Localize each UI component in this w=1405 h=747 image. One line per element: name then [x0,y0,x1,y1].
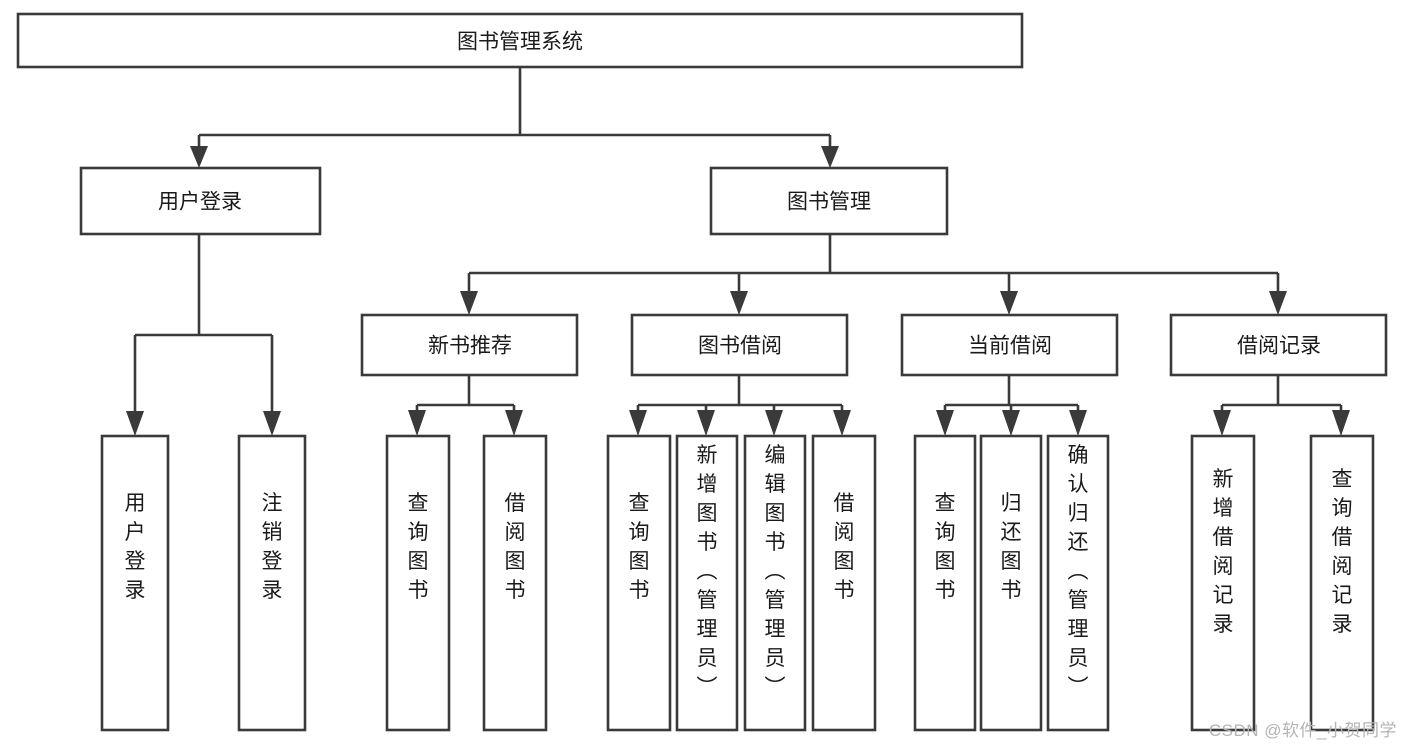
arrow-head-leaf-query-book-2 [629,410,647,436]
leaf-add-record-label: 新增借阅记录 [1213,468,1234,636]
node-user-login[interactable]: 用户登录 [79,166,322,236]
leaf-query-book-1-label: 查询图书 [408,492,429,602]
leaf-user-logout-box[interactable] [237,434,307,732]
leaf-query-book-3-label: 查询图书 [935,492,956,602]
arrow-head-current-borrow [1000,291,1018,315]
leaf-borrow-book-2-label: 借阅图书 [834,492,855,602]
node-book-management-label: 图书管理 [787,191,871,214]
node-borrow-record[interactable]: 借阅记录 [1169,313,1388,377]
arrow-head-leaf-query-record [1332,410,1350,436]
leaf-query-book-2-label: 查询图书 [629,492,650,602]
leaf-return-book[interactable]: 归还图书 [979,434,1043,732]
leaf-query-book-1-box[interactable] [385,434,451,732]
leaf-confirm-return-box[interactable] [1046,434,1110,732]
node-borrow-record-label: 借阅记录 [1237,335,1321,358]
leaf-edit-book-label: 编辑图书︵管理员︶ [765,444,786,699]
arrow-head-leaf-add-record [1213,410,1231,436]
leaf-add-record[interactable]: 新增借阅记录 [1190,434,1256,732]
node-new-book-recommend-box[interactable] [360,313,579,377]
node-book-management[interactable]: 图书管理 [709,166,949,236]
arrow-head-new-book-recommend [460,291,478,315]
leaf-user-logout-label: 注销登录 [262,492,283,602]
node-book-management-box[interactable] [709,166,949,236]
leaf-borrow-book-2-box[interactable] [811,434,877,732]
leaf-query-book-2[interactable]: 查询图书 [606,434,672,732]
csdn-watermark: CSDN @软件_小贺同学 [1208,721,1397,740]
leaf-borrow-book-1-box[interactable] [482,434,548,732]
leaf-add-book-box[interactable] [675,434,739,732]
leaf-query-record-label: 查询借阅记录 [1332,468,1353,636]
arrow-head-leaf-query-book-3 [936,410,954,436]
leaf-borrow-book-1-label: 借阅图书 [505,492,526,602]
leaf-query-book-2-box[interactable] [606,434,672,732]
leaf-borrow-book-1[interactable]: 借阅图书 [482,434,548,732]
leaf-query-record[interactable]: 查询借阅记录 [1309,434,1375,732]
arrow-head-leaf-query-book-1 [408,410,426,436]
node-current-borrow-label: 当前借阅 [968,335,1052,358]
node-current-borrow[interactable]: 当前借阅 [900,313,1119,377]
arrow-head-borrow-record [1269,291,1287,315]
leaf-query-book-3[interactable]: 查询图书 [913,434,977,732]
arrow-head-leaf-edit-book [765,410,783,436]
leaf-edit-book[interactable]: 编辑图书︵管理员︶ [743,434,807,732]
leaf-user-login-label: 用户登录 [125,492,146,602]
leaf-add-book[interactable]: 新增图书︵管理员︶ [675,434,739,732]
arrow-head-book-borrow [730,291,748,315]
arrow-head-leaf-return-book [1002,410,1020,436]
node-user-login-box[interactable] [79,166,322,236]
leaf-query-record-box[interactable] [1309,434,1375,732]
node-book-borrow-label: 图书借阅 [698,335,782,358]
leaf-user-login[interactable]: 用户登录 [100,434,170,732]
leaf-query-book-3-box[interactable] [913,434,977,732]
node-book-borrow-box[interactable] [630,313,849,377]
arrow-head-book-management [821,146,839,168]
node-root-box[interactable] [16,12,1024,69]
node-root[interactable]: 图书管理系统 [16,12,1024,69]
node-new-book-recommend[interactable]: 新书推荐 [360,313,579,377]
leaf-confirm-return[interactable]: 确认归还︵管理员︶ [1046,434,1110,732]
leaf-add-record-box[interactable] [1190,434,1256,732]
arrow-head-leaf-borrow-book-2 [833,410,851,436]
leaf-return-book-label: 归还图书 [1001,492,1022,602]
arrow-head-user-login [190,146,208,168]
node-current-borrow-box[interactable] [900,313,1119,377]
leaf-user-login-box[interactable] [100,434,170,732]
arrow-head-leaf-user-logout [263,411,281,436]
arrow-head-leaf-confirm-return [1069,410,1087,436]
node-root-label: 图书管理系统 [457,31,583,54]
connector-layer [126,67,1350,436]
leaf-confirm-return-label: 确认归还︵管理员︶ [1068,444,1089,699]
leaf-user-logout[interactable]: 注销登录 [237,434,307,732]
node-new-book-recommend-label: 新书推荐 [428,335,512,358]
arrow-head-leaf-borrow-book-1 [505,410,523,436]
leaf-return-book-box[interactable] [979,434,1043,732]
node-borrow-record-box[interactable] [1169,313,1388,377]
node-user-login-label: 用户登录 [158,191,242,214]
node-book-borrow[interactable]: 图书借阅 [630,313,849,377]
leaf-borrow-book-2[interactable]: 借阅图书 [811,434,877,732]
leaf-query-book-1[interactable]: 查询图书 [385,434,451,732]
arrow-head-leaf-add-book [697,410,715,436]
leaf-add-book-label: 新增图书︵管理员︶ [697,444,718,699]
arrow-head-leaf-user-login [126,411,144,436]
leaf-edit-book-box[interactable] [743,434,807,732]
